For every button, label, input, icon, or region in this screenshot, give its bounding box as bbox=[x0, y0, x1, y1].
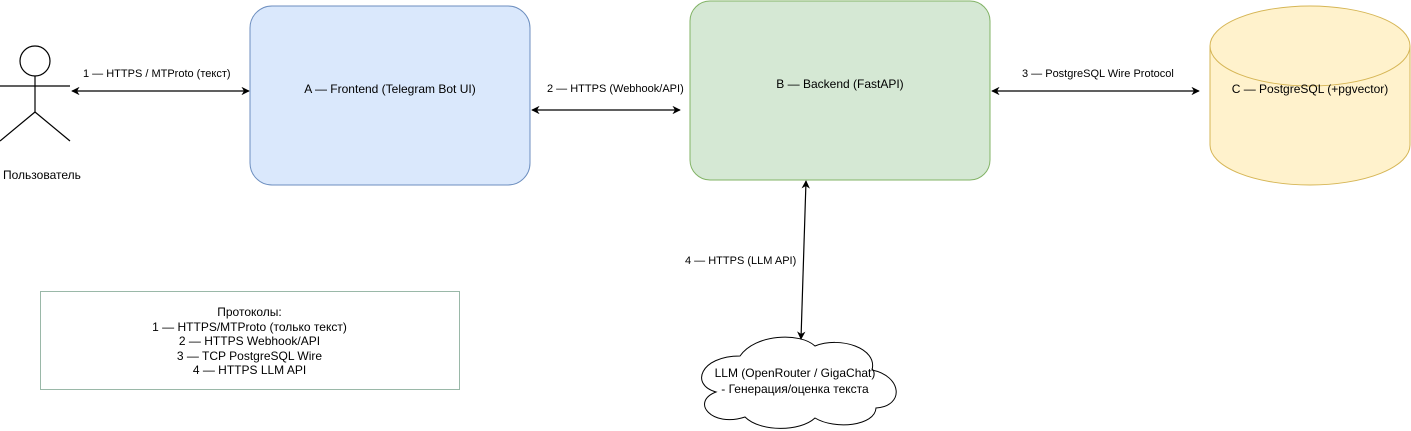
llm-label-line-1: LLM (OpenRouter / GigaChat) bbox=[714, 366, 876, 380]
legend-text: Протоколы: 1 — HTTPS/MTProto (только тек… bbox=[40, 305, 459, 378]
user-actor-icon bbox=[0, 45, 71, 142]
frontend-box[interactable] bbox=[249, 5, 531, 186]
edge-backend-llm bbox=[797, 180, 810, 340]
database-label: C — PostgreSQL (+pgvector) bbox=[1231, 82, 1389, 96]
edge-label-backend-database: 3 — PostgreSQL Wire Protocol bbox=[1022, 68, 1174, 80]
llm-cloud[interactable] bbox=[701, 336, 897, 429]
actor-label: Пользователь bbox=[3, 168, 81, 182]
edge-label-user-frontend: 1 — HTTPS / MTProto (текст) bbox=[83, 68, 231, 80]
legend-box bbox=[40, 291, 460, 390]
edge-label-frontend-backend: 2 — HTTPS (Webhook/API) bbox=[547, 83, 684, 95]
legend-title: Протоколы: bbox=[217, 305, 282, 319]
backend-box[interactable] bbox=[689, 0, 991, 181]
backend-label: B — Backend (FastAPI) bbox=[776, 77, 904, 91]
legend-item-2: 2 — HTTPS Webhook/API bbox=[178, 334, 321, 348]
database-cylinder[interactable] bbox=[1209, 5, 1411, 186]
frontend-label: A — Frontend (Telegram Bot UI) bbox=[304, 82, 476, 96]
llm-label: LLM (OpenRouter / GigaChat) - Генерация/… bbox=[695, 365, 895, 397]
legend-item-4: 4 — HTTPS LLM API bbox=[192, 363, 307, 377]
llm-label-line-2: - Генерация/оценка текста bbox=[721, 382, 869, 396]
legend-item-1: 1 — HTTPS/MTProto (только текст) bbox=[152, 319, 347, 334]
edge-label-backend-llm: 4 — HTTPS (LLM API) bbox=[685, 255, 797, 267]
legend-item-3: 3 — TCP PostgreSQL Wire bbox=[176, 348, 323, 363]
